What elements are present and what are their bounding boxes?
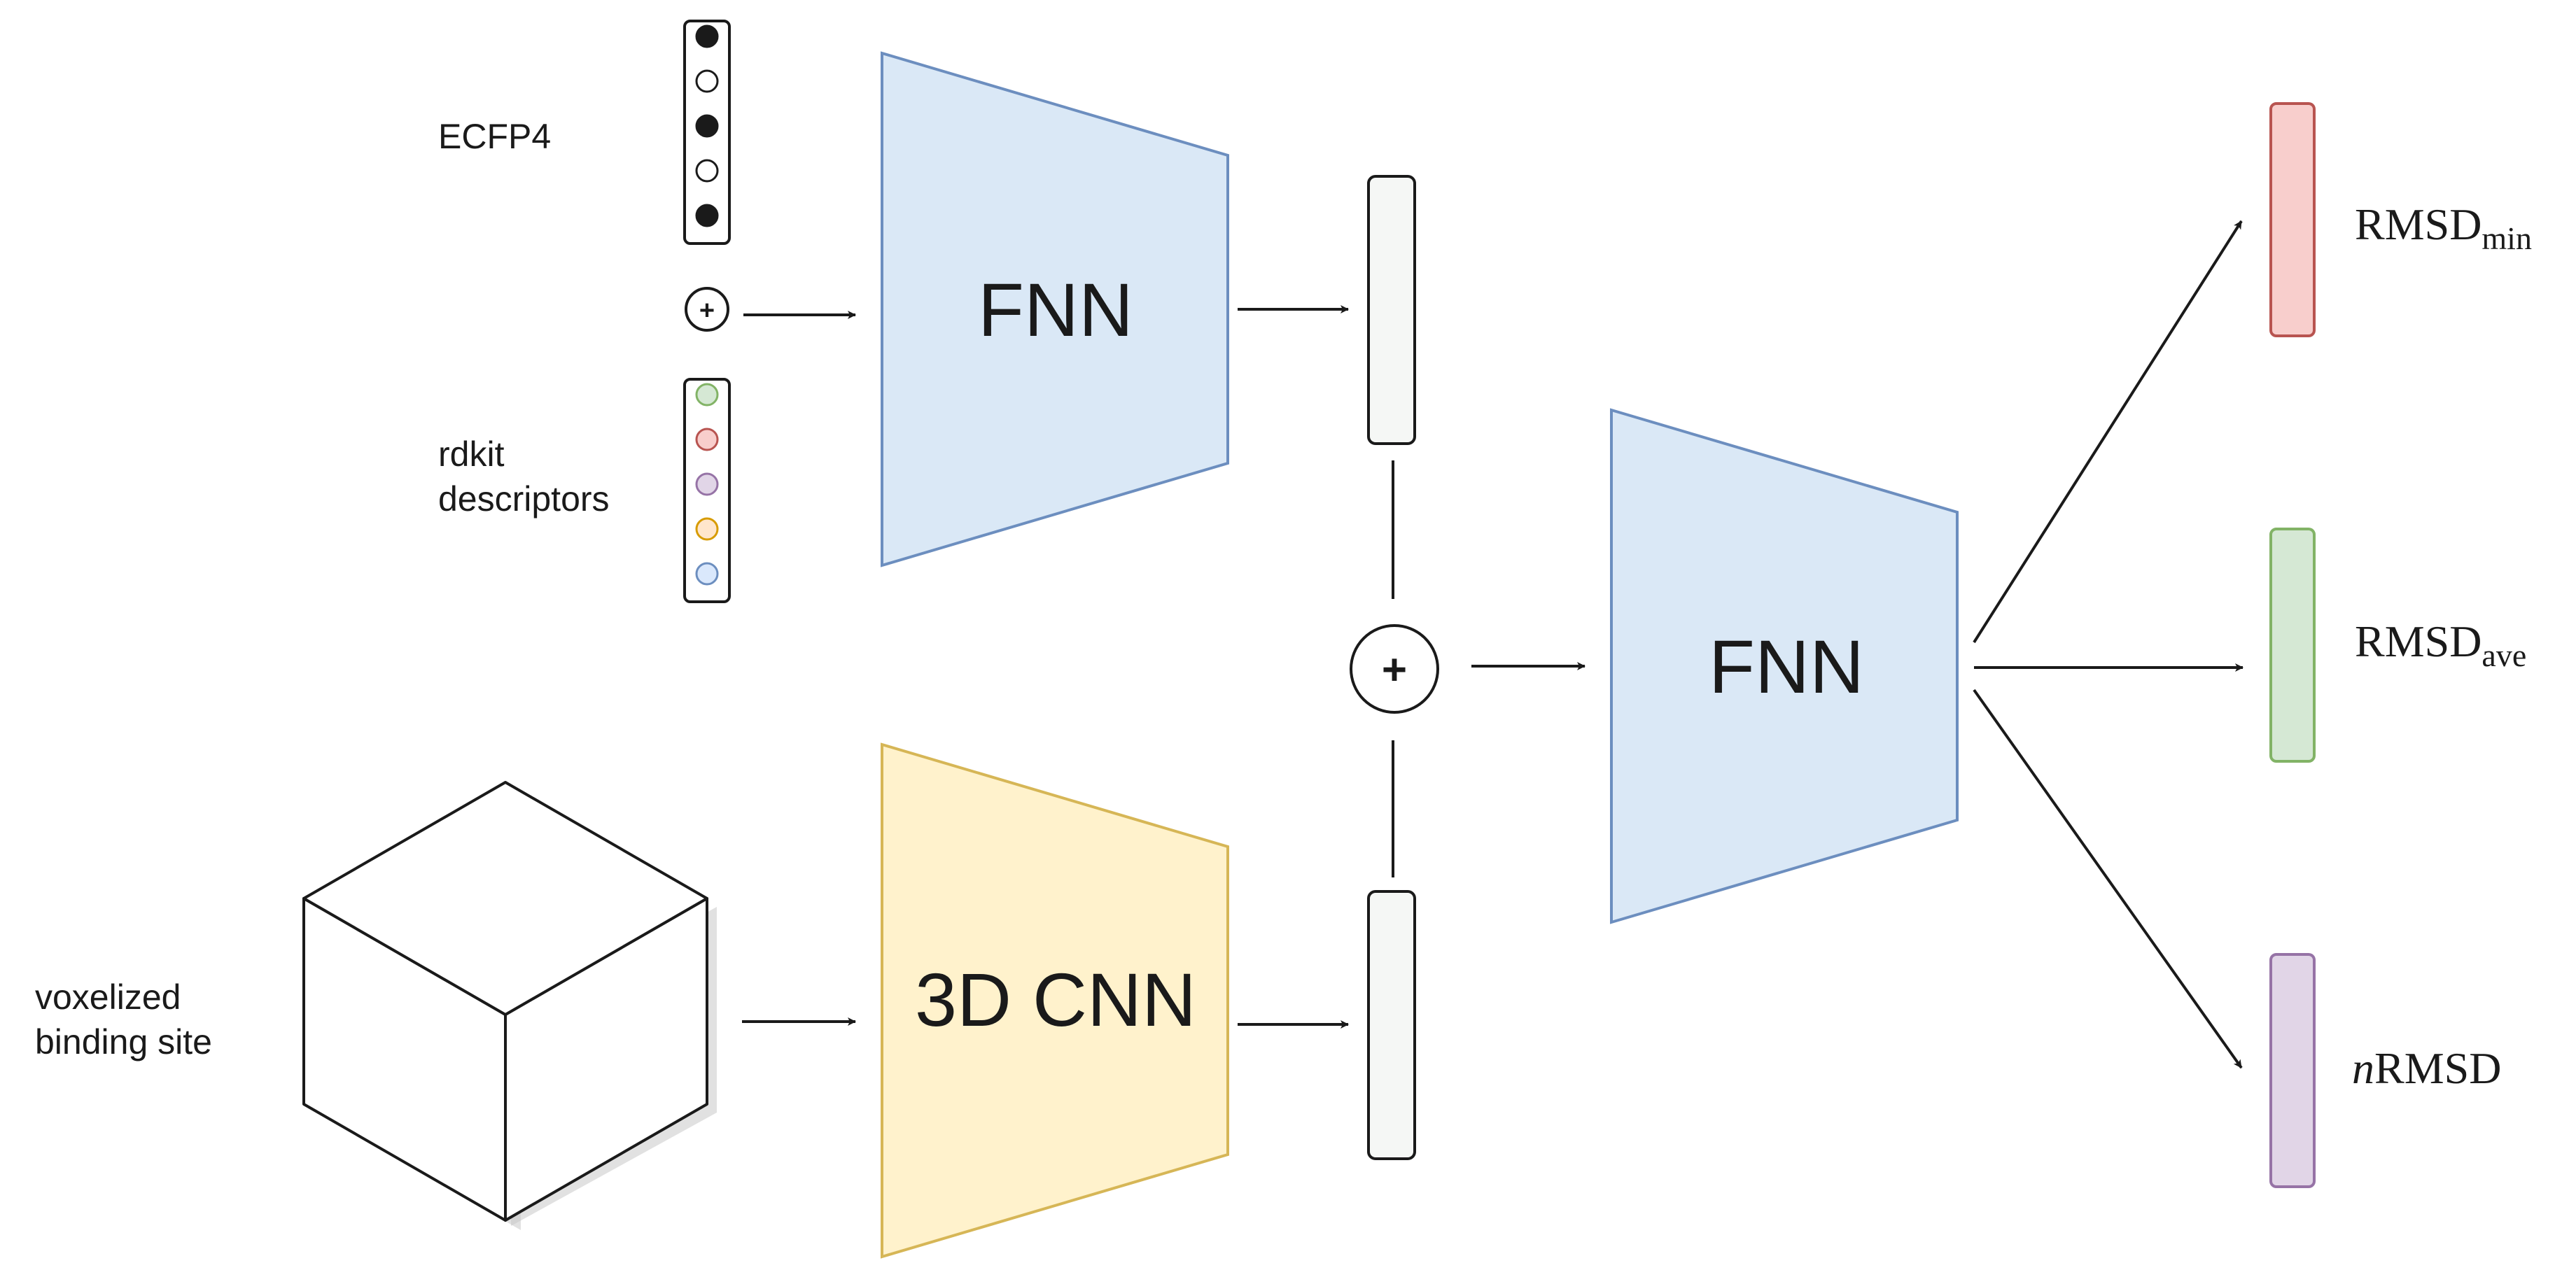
arrow-to-rmsd-min — [1973, 220, 2243, 644]
cnn-3d-block: 3D CNN — [881, 742, 1229, 1259]
ecfp4-bit-5 — [695, 204, 719, 227]
nrmsd-output — [2269, 953, 2316, 1188]
ligand-embedding — [1367, 175, 1416, 445]
rdkit-label-line2: descriptors — [438, 479, 610, 518]
ecfp4-label: ECFP4 — [438, 117, 551, 156]
rdkit-desc-4 — [695, 517, 719, 541]
nrmsd-label: nRMSD — [2352, 1043, 2501, 1093]
ecfp4-bit-2 — [695, 69, 719, 93]
concat-operator-large: + — [1350, 624, 1439, 714]
rmsd-ave-main: RMSD — [2355, 616, 2482, 666]
rdkit-desc-1 — [695, 383, 719, 407]
concat-small-symbol: + — [699, 296, 715, 325]
arrow-to-nrmsd — [1973, 689, 2243, 1069]
ecfp4-vector — [683, 20, 731, 245]
rdkit-desc-2 — [695, 428, 719, 451]
fnn-merge-block: FNN — [1610, 408, 1959, 924]
rmsd-ave-subscript: ave — [2482, 637, 2526, 673]
nrmsd-prefix: n — [2352, 1043, 2374, 1093]
ecfp4-bit-3 — [695, 114, 719, 138]
nrmsd-main: RMSD — [2374, 1043, 2501, 1093]
fnn-merge-label: FNN — [1709, 624, 1864, 709]
rdkit-desc-3 — [695, 472, 719, 496]
rmsd-min-output — [2269, 102, 2316, 337]
concat-operator-small: + — [685, 287, 729, 332]
fnn-ligand-block: FNN — [881, 51, 1229, 567]
rdkit-label-line1: rdkit — [438, 435, 505, 474]
rmsd-ave-output — [2269, 528, 2316, 763]
cnn-3d-label: 3D CNN — [915, 957, 1196, 1042]
ecfp4-bit-4 — [695, 159, 719, 183]
voxel-label-line1: voxelized — [35, 978, 181, 1017]
protein-embedding — [1367, 890, 1416, 1160]
rmsd-min-main: RMSD — [2355, 199, 2482, 249]
rmsd-min-subscript: min — [2482, 220, 2532, 256]
rdkit-vector — [683, 378, 731, 603]
voxel-cube — [302, 781, 717, 1230]
voxel-label-line2: binding site — [35, 1022, 212, 1061]
rmsd-ave-label: RMSDave — [2355, 616, 2526, 673]
ecfp4-bit-1 — [695, 24, 719, 48]
fnn-ligand-label: FNN — [978, 267, 1133, 352]
rdkit-desc-5 — [695, 562, 719, 586]
rmsd-min-label: RMSDmin — [2355, 199, 2532, 256]
concat-large-symbol: + — [1382, 646, 1407, 694]
